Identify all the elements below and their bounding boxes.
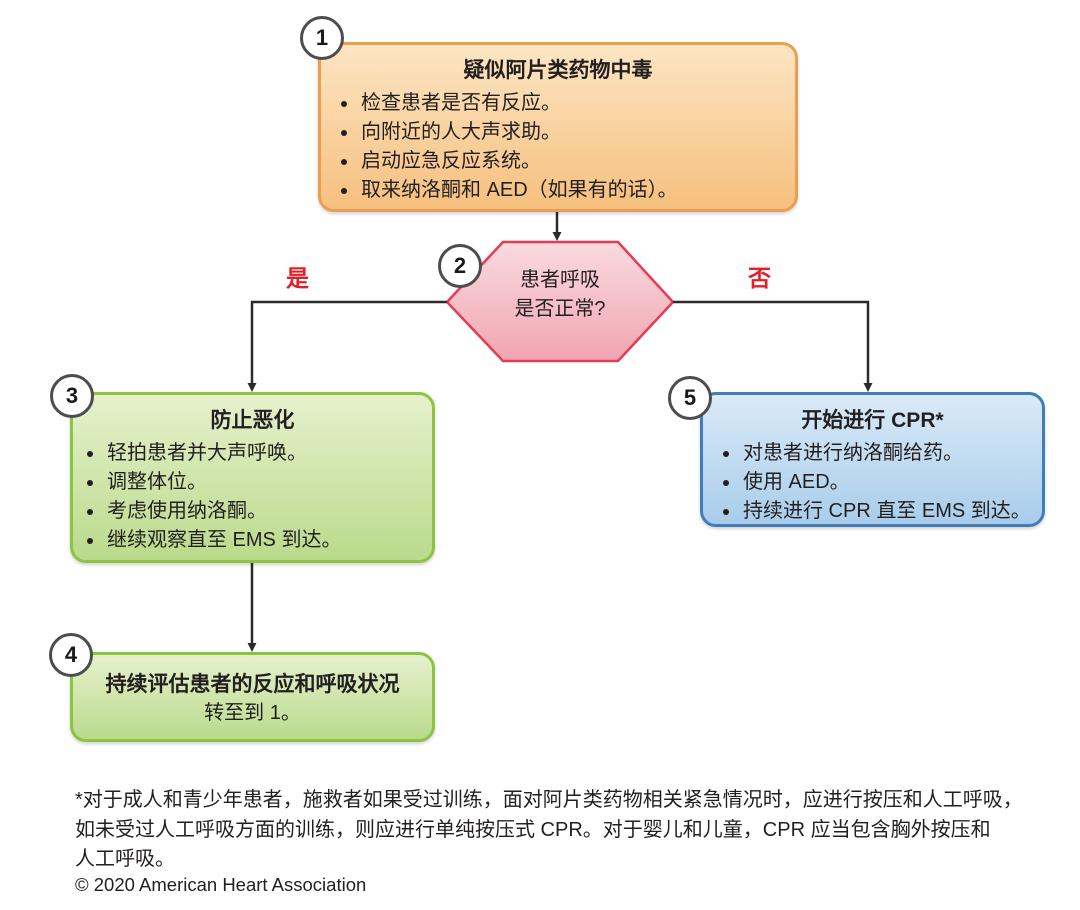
step5-bullet: 使用 AED。: [741, 468, 1042, 497]
step1-bullet: 检查患者是否有反应。: [359, 89, 795, 118]
step5-bullet: 对患者进行纳洛酮给药。: [741, 439, 1042, 468]
step3-bullet: 轻拍患者并大声呼唤。: [105, 439, 432, 468]
step-number-badge-4: 4: [49, 633, 93, 677]
step5-bullet-list: 对患者进行纳洛酮给药。 使用 AED。 持续进行 CPR 直至 EMS 到达。: [703, 439, 1042, 526]
arrow-yes-to-step3: [247, 300, 447, 392]
step1-bullet-list: 检查患者是否有反应。 向附近的人大声求助。 启动应急反应系统。 取来纳洛酮和 A…: [321, 89, 795, 205]
step-number-badge-5: 5: [668, 376, 712, 420]
step-number-badge-1: 1: [300, 16, 344, 60]
step5-bullet: 持续进行 CPR 直至 EMS 到达。: [741, 497, 1042, 526]
footnote-line: 如未受过人工呼吸方面的训练，则应进行单纯按压式 CPR。对于婴儿和儿童，CPR …: [75, 818, 991, 841]
step-number-badge-2: 2: [438, 244, 482, 288]
step1-bullet: 向附近的人大声求助。: [359, 118, 795, 147]
decision-question-line2: 是否正常?: [514, 298, 606, 320]
step3-bullet: 继续观察直至 EMS 到达。: [105, 526, 432, 555]
branch-no-label: 否: [748, 265, 771, 291]
arrow-no-to-step5: [673, 300, 873, 392]
step3-bullet: 考虑使用纳洛酮。: [105, 497, 432, 526]
step1-box: 疑似阿片类药物中毒 检查患者是否有反应。 向附近的人大声求助。 启动应急反应系统…: [318, 42, 798, 212]
step1-bullet: 启动应急反应系统。: [359, 147, 795, 176]
step3-bullet-list: 轻拍患者并大声呼唤。 调整体位。 考虑使用纳洛酮。 继续观察直至 EMS 到达。: [73, 439, 432, 555]
step3-bullet: 调整体位。: [105, 468, 432, 497]
step4-title: 持续评估患者的反应和呼吸状况: [105, 673, 400, 696]
step5-title: 开始进行 CPR*: [801, 409, 944, 432]
step3-box: 防止恶化 轻拍患者并大声呼唤。 调整体位。 考虑使用纳洛酮。 继续观察直至 EM…: [70, 392, 435, 563]
decision-question: 患者呼吸 是否正常?: [460, 266, 660, 324]
footnote-line: *对于成人和青少年患者，施救者如果受过训练，面对阿片类药物相关紧急情况时，应进行…: [75, 789, 1023, 811]
copyright-text: © 2020 American Heart Association: [75, 874, 367, 895]
step5-box: 开始进行 CPR* 对患者进行纳洛酮给药。 使用 AED。 持续进行 CPR 直…: [700, 392, 1045, 527]
footnote-line: 人工呼吸。: [75, 848, 175, 870]
branch-yes-label: 是: [286, 265, 309, 291]
step4-subtitle: 转至到 1。: [204, 702, 301, 724]
step4-box: 持续评估患者的反应和呼吸状况 转至到 1。: [70, 652, 435, 742]
footnote: *对于成人和青少年患者，施救者如果受过训练，面对阿片类药物相关紧急情况时，应进行…: [75, 786, 1035, 875]
step-number-badge-3: 3: [50, 374, 94, 418]
step1-bullet: 取来纳洛酮和 AED（如果有的话）。: [359, 176, 795, 205]
step3-title: 防止恶化: [210, 409, 295, 432]
step1-title: 疑似阿片类药物中毒: [463, 59, 653, 82]
decision-question-line1: 患者呼吸: [520, 269, 600, 291]
